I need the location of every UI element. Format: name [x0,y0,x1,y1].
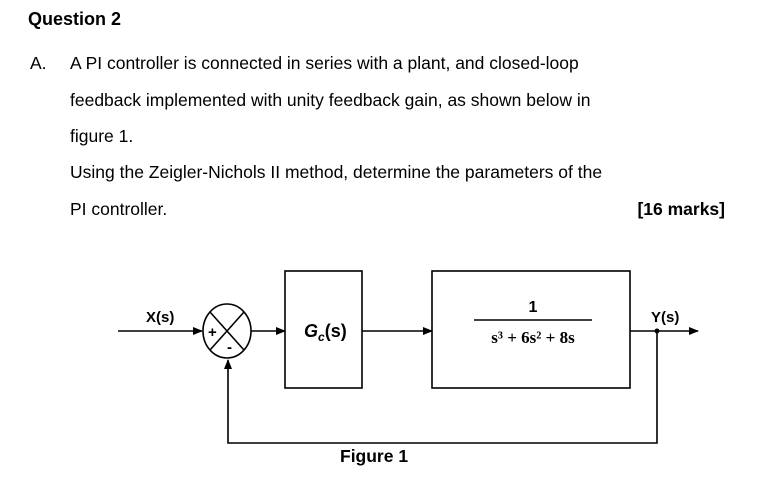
marks-label: [16 marks] [637,199,725,219]
question-line: feedback implemented with unity feedback… [70,90,591,110]
question-line: A PI controller is connected in series w… [70,53,579,73]
feedback-path [224,331,658,444]
takeoff-point [654,328,660,334]
minus-sign: - [227,339,232,356]
question-line: figure 1. [70,126,134,146]
controller-label: Gc(s) [304,321,347,344]
plant-denominator: s³ + 6s² + 8s [491,328,575,347]
plus-sign: + [208,324,217,341]
output-label: Y(s) [651,309,679,326]
controller-block [284,270,363,389]
plant-numerator: 1 [529,299,538,316]
plant-block [431,270,631,389]
input-label: X(s) [146,309,174,326]
part-label: A. [30,53,47,73]
question-line: Using the Zeigler-Nichols II method, det… [70,162,603,182]
question-heading: Question 2 [28,9,122,29]
question-line: PI controller. [70,199,168,219]
figure-caption: Figure 1 [340,446,409,466]
